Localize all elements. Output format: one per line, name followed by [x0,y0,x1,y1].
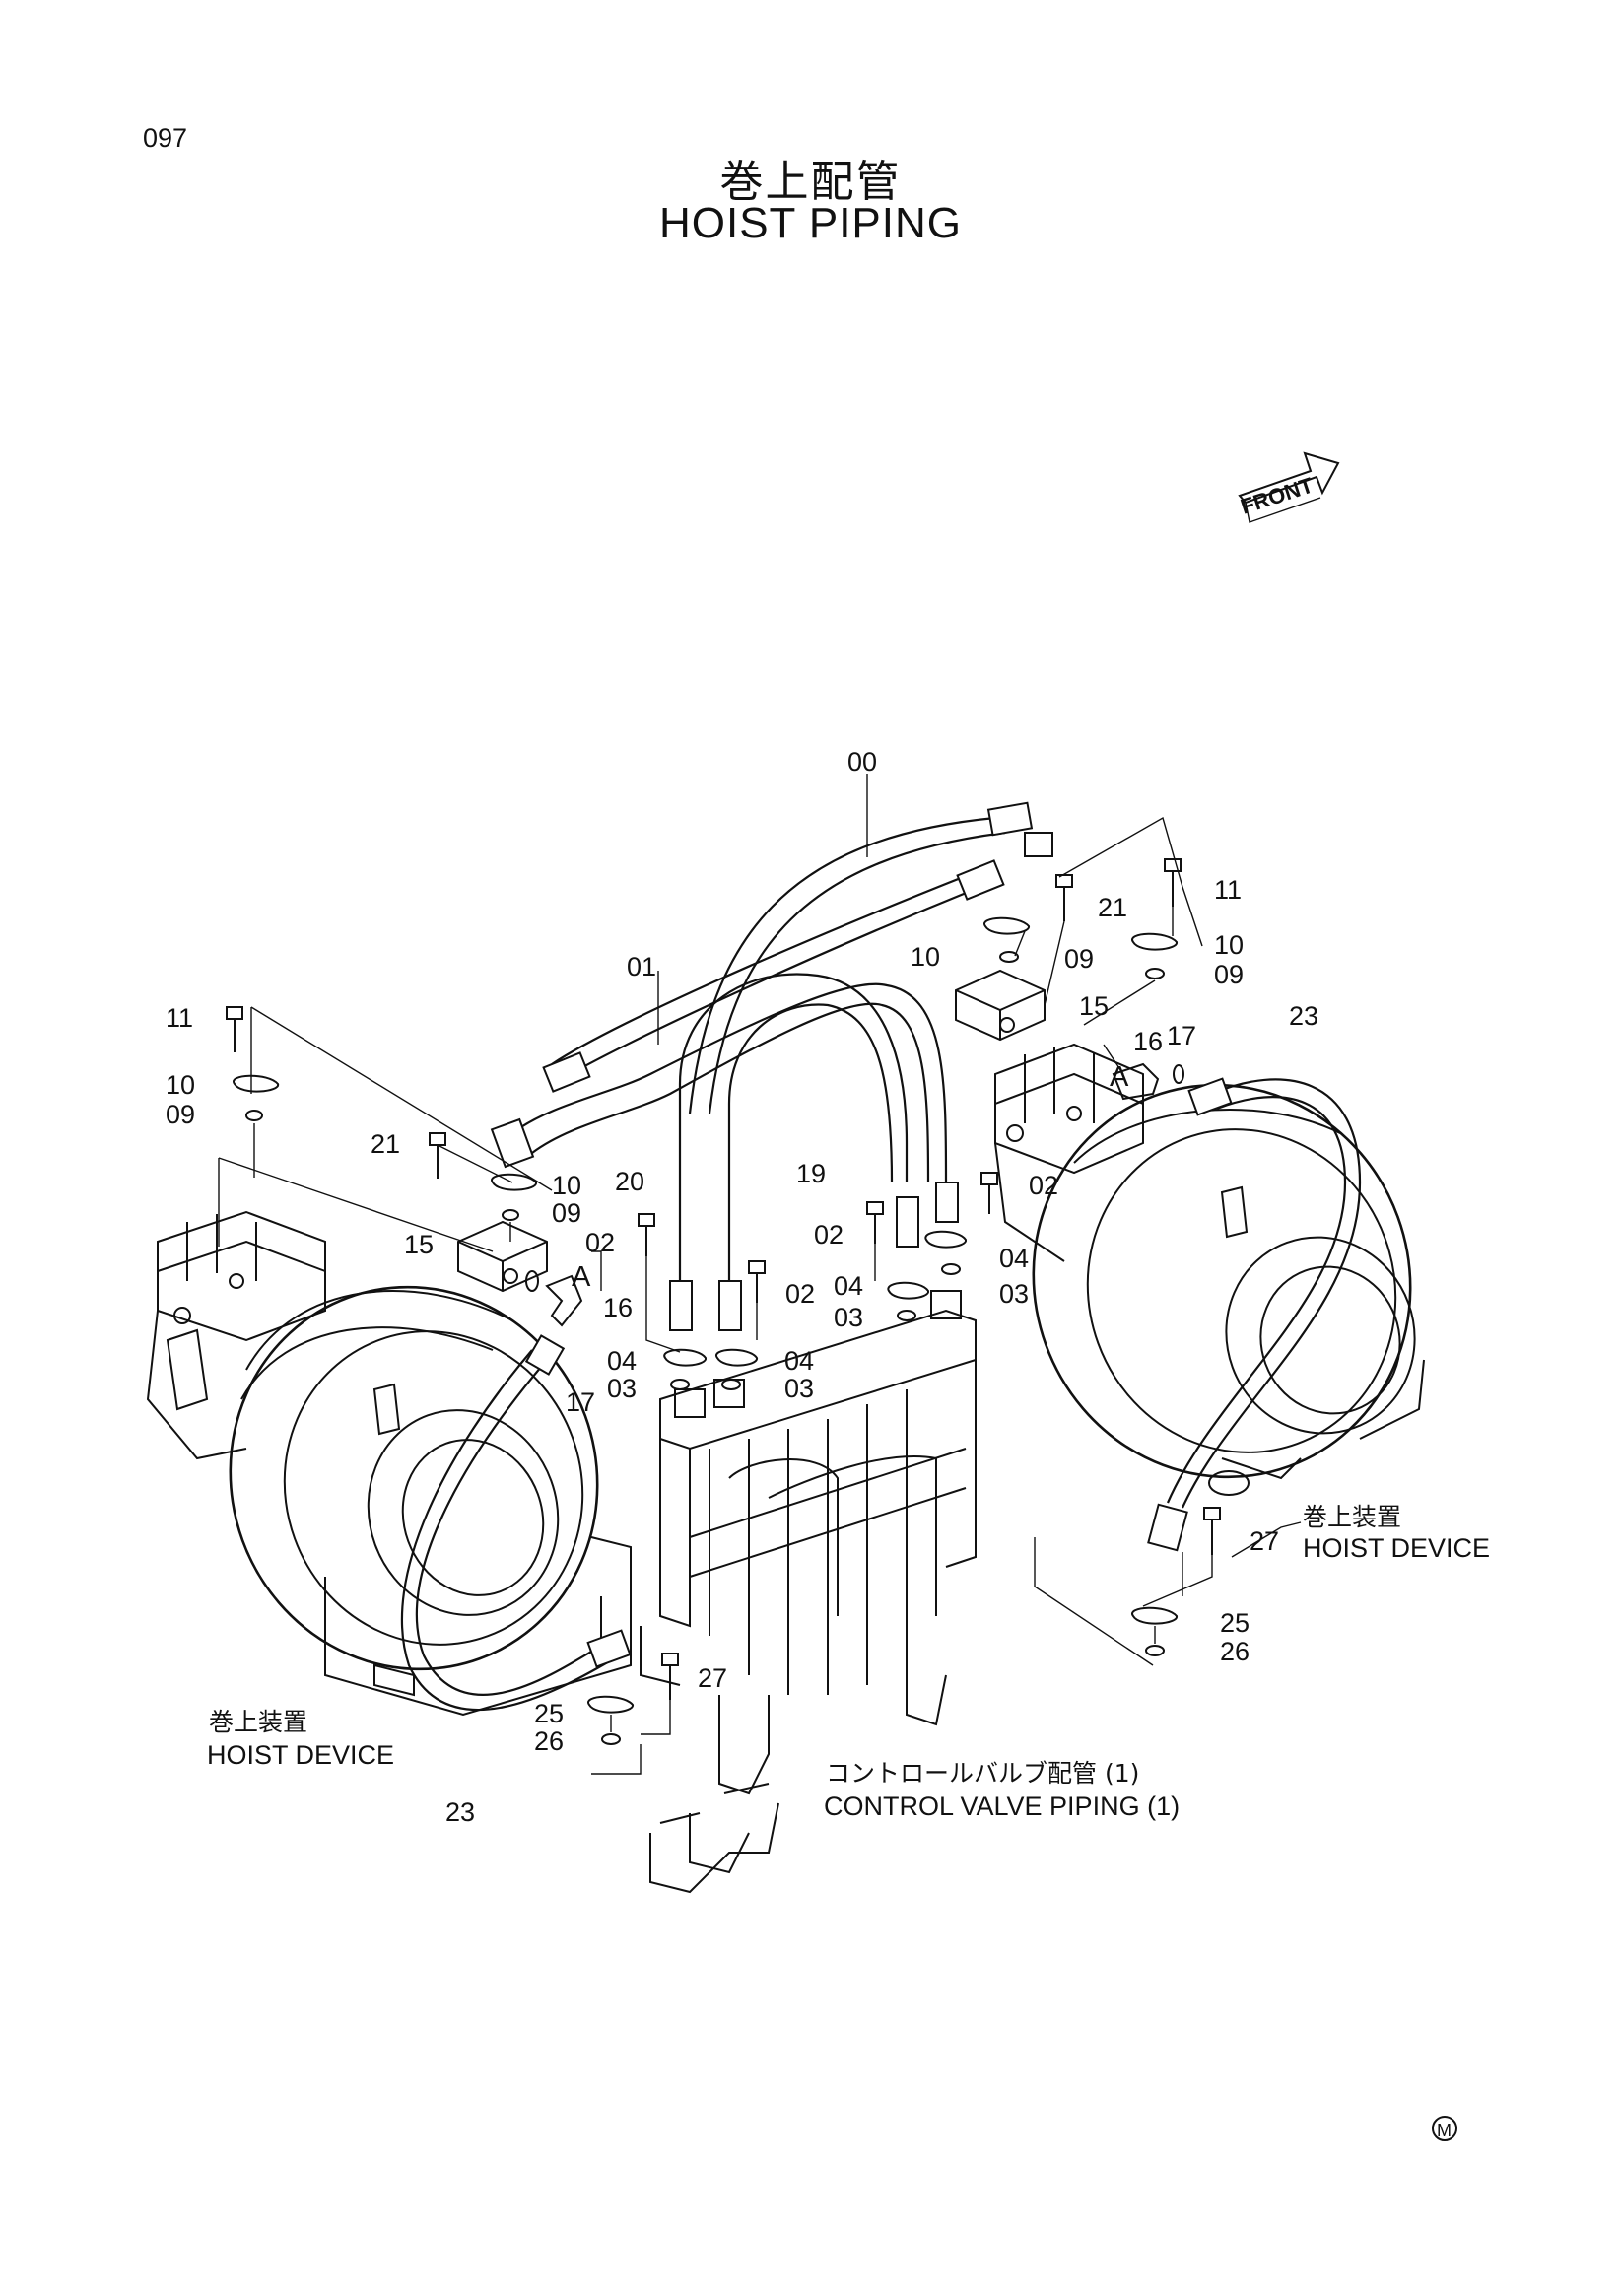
callout-23-left: 23 [445,1797,475,1827]
callout-26-right: 26 [1220,1637,1250,1666]
flange-block-15-right [955,969,1046,1042]
callout-09-right-2: 09 [1214,960,1244,989]
callout-03-c: 03 [834,1303,863,1332]
bolt-11-right-icon [1164,858,1182,907]
callout-03-a: 03 [607,1374,637,1403]
control-valve-piping-en: CONTROL VALVE PIPING (1) [824,1791,1180,1821]
clamp-25-right-icon [1131,1606,1178,1625]
callout-02-a: 02 [585,1228,615,1257]
bolt-02-right-icon [980,1172,998,1185]
callout-23-right: 23 [1289,1001,1318,1031]
m-mark-icon: M [1432,2116,1457,2141]
bolt-27-left-icon [661,1653,679,1700]
bolt-11-left-icon [226,1006,243,1052]
page-number: 097 [143,123,188,153]
callout-19: 19 [796,1159,826,1188]
callout-10-left-2: 10 [552,1171,581,1200]
callout-00: 00 [847,747,877,777]
view-marker-a-right: A [1110,1061,1129,1093]
o-ring-09-left-icon [245,1110,263,1121]
clamp-10-left-icon [233,1074,279,1093]
clamp-04-center-icons [663,1230,967,1367]
elbow-16-left [525,1270,583,1327]
callout-09-left-2: 09 [552,1198,581,1228]
callout-09-right: 09 [1064,944,1094,974]
callout-15-right: 15 [1079,991,1109,1021]
o-ring-26-right-icon [1145,1645,1165,1656]
page-title-japanese: 巻上配管 [719,157,902,207]
bolt-21-right-icon [1055,874,1073,921]
callout-03-b: 03 [784,1374,814,1403]
callout-labels: 00 01 11 10 09 21 10 09 15 A 16 17 20 19… [166,747,1318,1827]
callout-04-c: 04 [834,1271,863,1301]
control-valve-piping-jp: コントロールバルブ配管 (1) [826,1759,1139,1788]
hose-01 [542,859,1005,1093]
notes: 巻上装置 HOIST DEVICE 巻上装置 HOIST DEVICE コントロ… [207,1503,1490,1821]
callout-04-a: 04 [607,1346,637,1376]
callout-03-d: 03 [999,1279,1029,1309]
clamp-25-left-icon [587,1695,634,1714]
callout-02-c: 02 [785,1279,815,1309]
hose-20 [490,982,959,1223]
callout-11-left: 11 [166,1003,193,1033]
callout-17-left: 17 [566,1387,595,1417]
o-ring-09-right-icons [999,951,1165,979]
callout-25-right: 25 [1220,1608,1250,1638]
callout-16-right: 16 [1133,1027,1163,1056]
view-marker-a-left: A [572,1261,591,1293]
hoist-device-left [146,1210,632,1717]
callout-20: 20 [615,1167,644,1196]
callout-10-left: 10 [166,1070,195,1100]
callout-09-left: 09 [166,1100,195,1129]
callout-04-b: 04 [784,1346,814,1376]
hoist-device-left-en: HOIST DEVICE [207,1740,394,1770]
hose-00 [688,801,1053,1114]
hose-23-left [400,1334,632,1712]
hoist-device-right-en: HOIST DEVICE [1303,1533,1490,1563]
hoist-device-right-jp: 巻上装置 [1303,1503,1401,1531]
callout-15-left: 15 [404,1230,434,1259]
hose-19 [669,973,919,1331]
leader-lines [218,774,1302,1775]
callout-01: 01 [627,952,656,981]
bolt-27-right-icon [1203,1507,1221,1555]
svg-text:M: M [1437,2121,1452,2140]
callout-11-right: 11 [1214,875,1242,905]
callout-10-right-2: 10 [1214,930,1244,960]
elbow-16-right [1112,1062,1184,1101]
bolt-02-left-icon [638,1213,655,1256]
callout-21-left: 21 [371,1129,400,1159]
callout-10-right: 10 [911,942,940,972]
control-valve-assembly [600,1290,1154,1894]
hose-23-right [1147,1077,1362,1552]
callout-26-left: 26 [534,1726,564,1756]
callout-21-right: 21 [1098,893,1127,922]
callout-27-left: 27 [698,1663,727,1693]
clamp-10-left2-icon [491,1173,537,1191]
callout-16-left: 16 [603,1293,633,1322]
callout-04-d: 04 [999,1244,1029,1273]
callout-02-d: 02 [1029,1171,1058,1200]
front-arrow-icon: FRONT [1238,451,1340,523]
bolt-21-left-icon [429,1132,446,1179]
callout-17-right: 17 [1167,1021,1196,1050]
flange-block-15-left [457,1220,548,1293]
o-ring-03-center-icons [670,1263,961,1390]
callout-02-b: 02 [814,1220,844,1249]
hoist-device-left-jp: 巻上装置 [209,1708,307,1736]
o-ring-26-left-icon [601,1733,621,1745]
clamp-10-right-icons [983,916,1178,951]
callout-25-left: 25 [534,1699,564,1728]
callout-27-right: 27 [1250,1526,1279,1556]
o-ring-09-left2-icon [502,1209,519,1221]
page-title: HOIST PIPING [658,199,963,247]
